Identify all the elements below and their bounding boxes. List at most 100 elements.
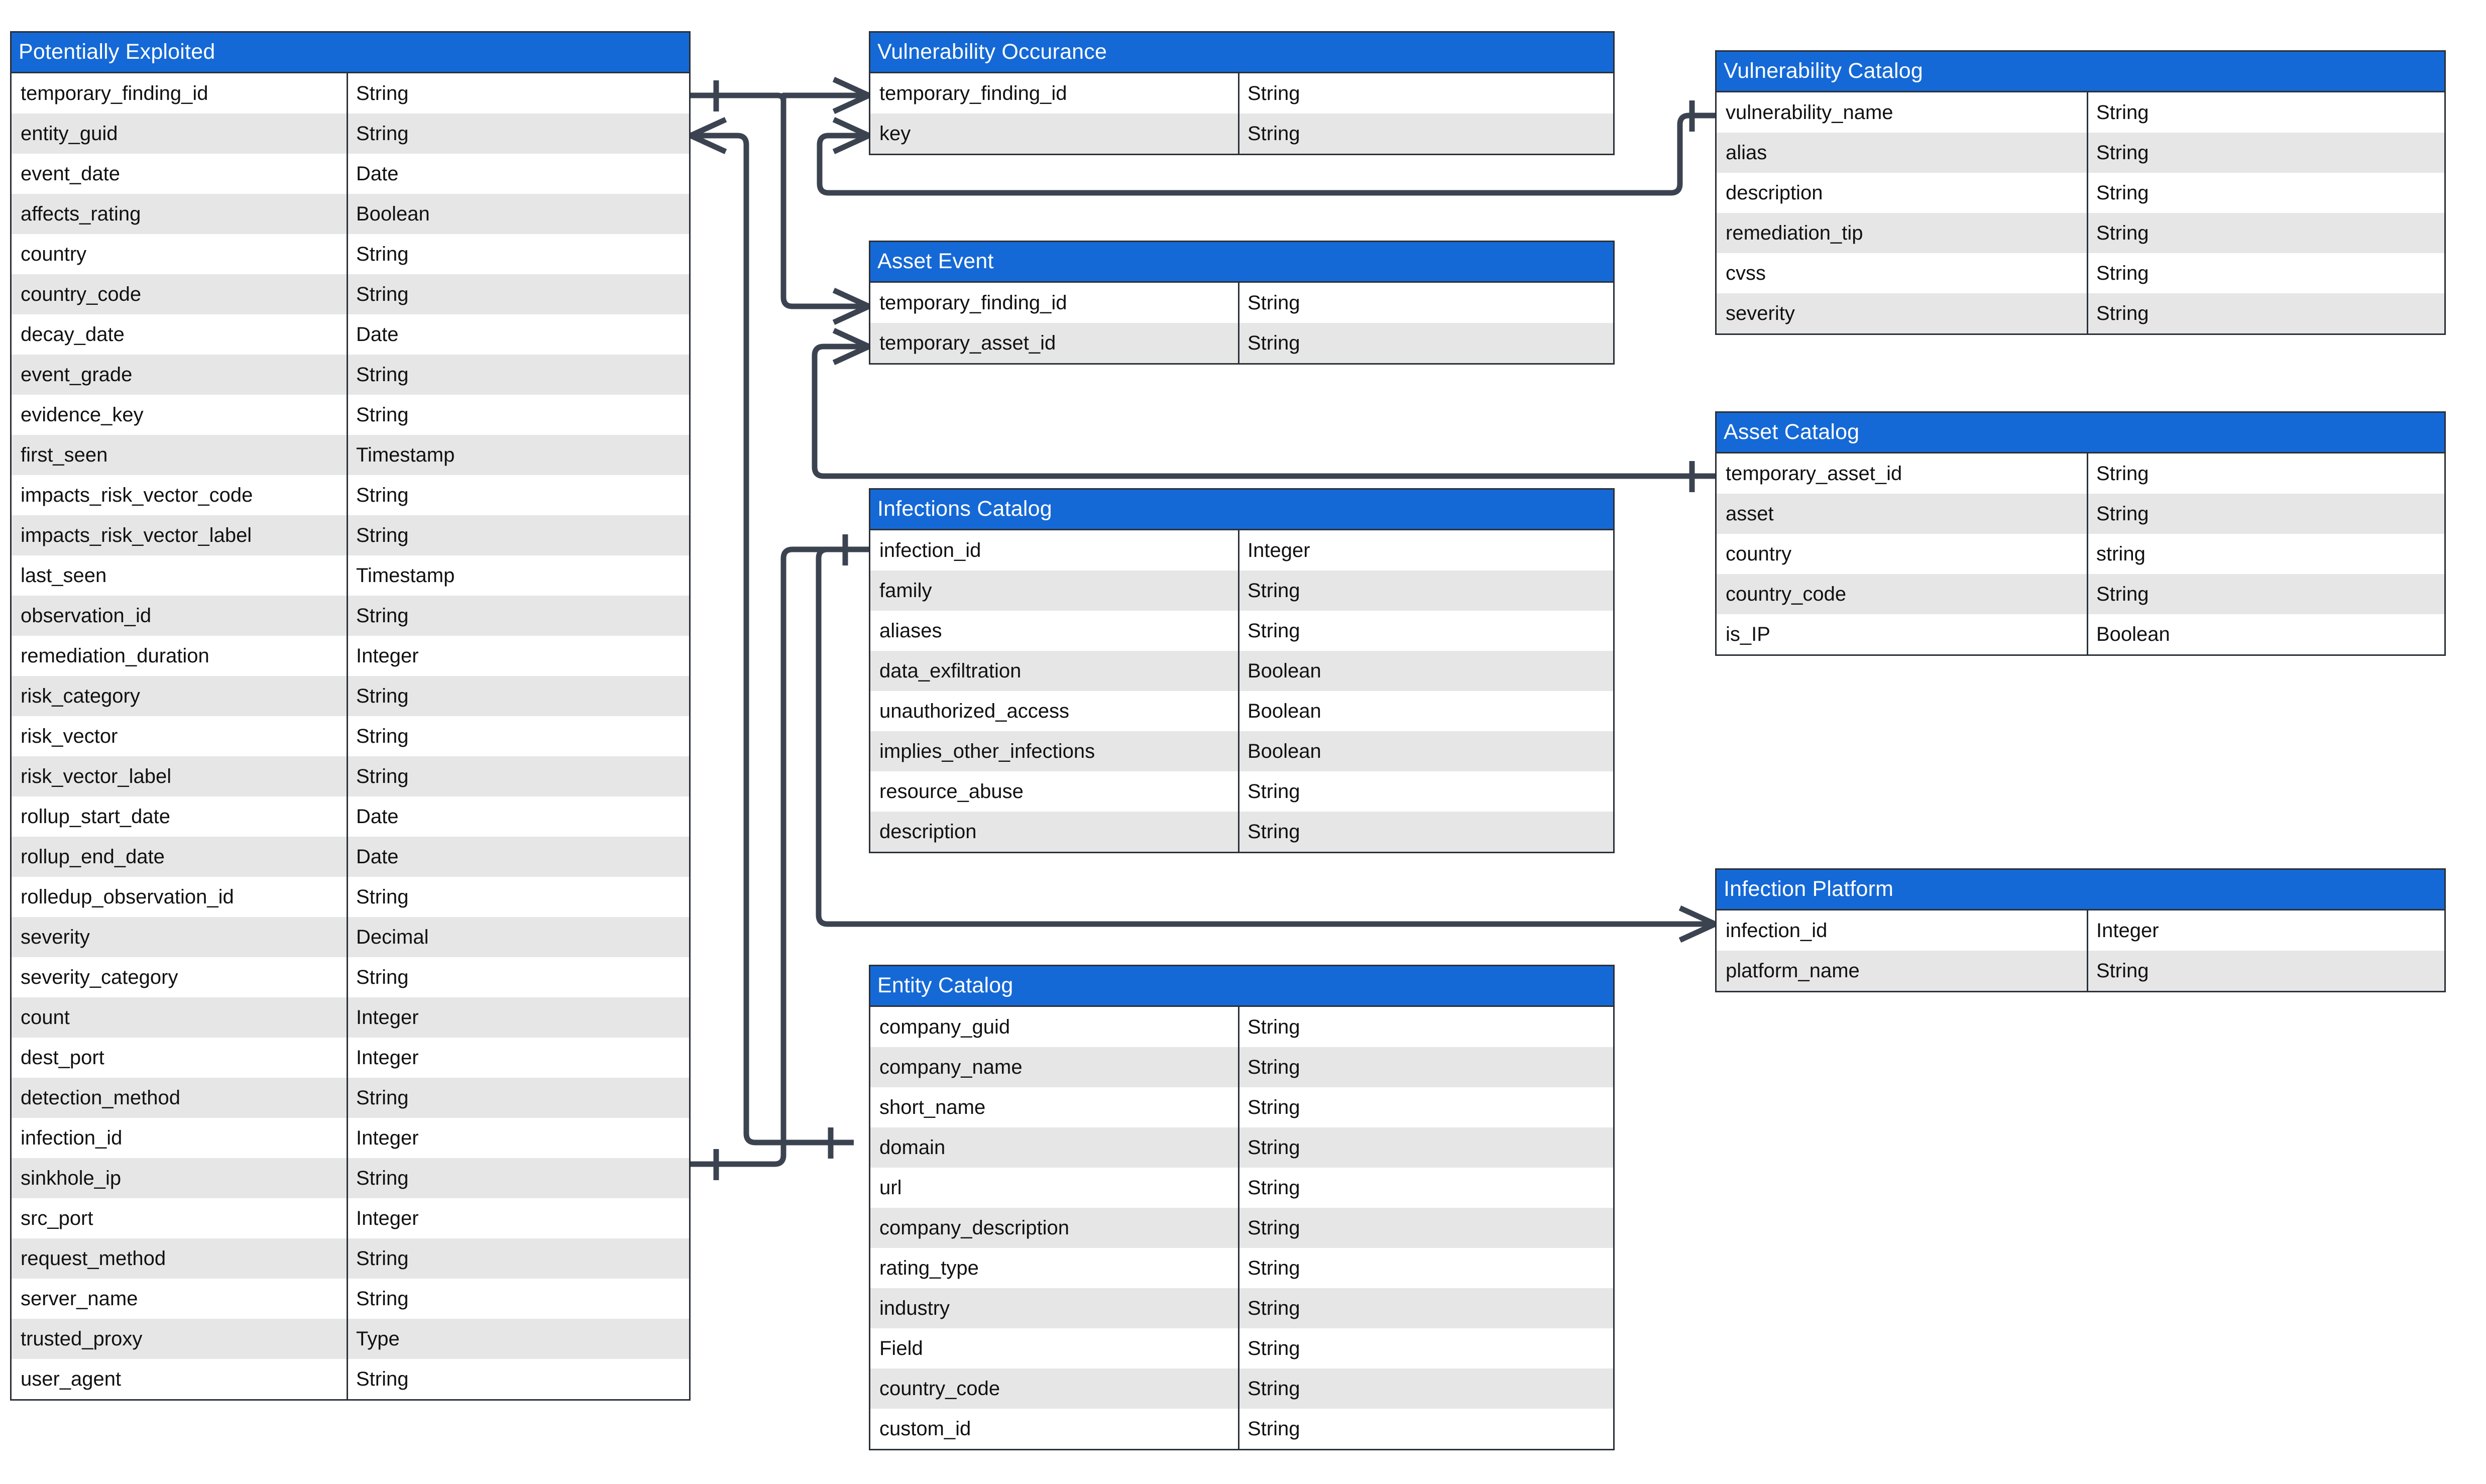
field-type: String [356, 363, 409, 386]
field-name: observation_id [12, 596, 348, 636]
field-name: severity [1717, 293, 2088, 333]
field-type: String [356, 524, 409, 546]
field-type: Timestamp [356, 564, 455, 587]
field-name: country_code [1717, 574, 2088, 614]
crow-foot-r7 [1678, 905, 1717, 943]
field-name: country [12, 234, 348, 274]
field-name: evidence_key [12, 395, 348, 435]
field-name: country [1717, 534, 2088, 574]
field-name: infection_id [1717, 910, 2088, 951]
entity-title-potentially-exploited: Potentially Exploited [12, 33, 689, 73]
field-name: risk_category [12, 676, 348, 716]
crow-foot-r2 [689, 117, 727, 155]
field-type: String [1248, 1337, 1300, 1359]
field-type: String [356, 1167, 409, 1189]
field-type: Date [356, 162, 399, 185]
field-type: String [1248, 331, 1300, 354]
field-name: resource_abuse [870, 771, 1239, 812]
field-name: remediation_duration [12, 636, 348, 676]
field-type: String [1248, 1257, 1300, 1279]
